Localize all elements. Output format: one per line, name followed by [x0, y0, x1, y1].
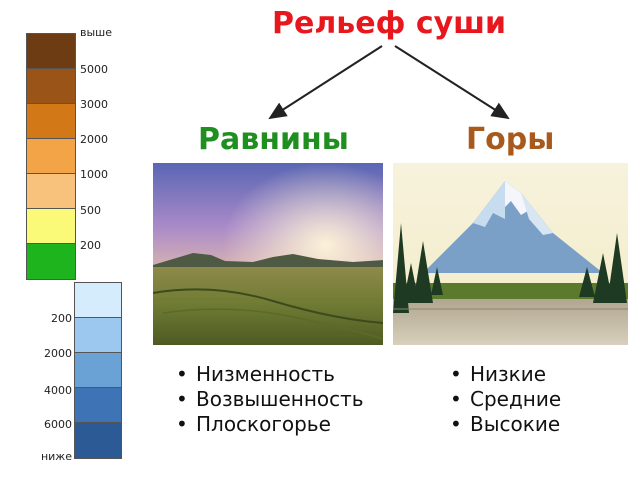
mountains-types-list: Низкие Средние Высокие: [446, 362, 561, 437]
land-scale-cell: [27, 139, 75, 174]
land-scale-cell: [27, 174, 75, 209]
list-item: Низкие: [446, 362, 561, 387]
list-item: Средние: [446, 387, 561, 412]
mountains-image: [393, 163, 628, 345]
arrow-to-plains: [268, 45, 383, 120]
list-item: Высокие: [446, 412, 561, 437]
land-scale-label: 2000: [80, 133, 108, 146]
mountains-heading: Горы: [466, 122, 555, 157]
land-scale-label: 5000: [80, 63, 108, 76]
sea-scale-label: 2000: [44, 347, 72, 360]
sea-scale-label: 6000: [44, 418, 72, 431]
sea-scale-cell: [75, 388, 121, 423]
plains-heading: Равнины: [198, 122, 349, 157]
land-scale-cell: [27, 209, 75, 244]
land-elevation-scale: [26, 33, 76, 280]
sea-scale-cell: [75, 353, 121, 388]
sea-scale-cell: [75, 318, 121, 353]
list-item: Плоскогорье: [172, 412, 364, 437]
sea-scale-cell: [75, 423, 121, 458]
list-item: Низменность: [172, 362, 364, 387]
land-scale-label: выше: [80, 26, 113, 39]
land-scale-cell: [27, 104, 75, 139]
main-title: Рельеф суши: [272, 6, 507, 41]
land-scale-cell: [27, 69, 75, 104]
land-scale-label: 200: [80, 239, 101, 252]
land-scale-label: 500: [80, 204, 101, 217]
sea-scale-label: 200: [51, 312, 72, 325]
list-item: Возвышенность: [172, 387, 364, 412]
plains-types-list: Низменность Возвышенность Плоскогорье: [172, 362, 364, 437]
arrow-to-mountains: [394, 45, 510, 120]
land-scale-cell: [27, 34, 75, 69]
land-scale-cell: [27, 244, 75, 279]
sea-depth-scale: [74, 282, 122, 459]
sea-scale-cell: [75, 283, 121, 318]
sea-scale-label: 4000: [44, 384, 72, 397]
land-scale-label: 1000: [80, 168, 108, 181]
sea-scale-label: ниже: [40, 450, 72, 463]
land-scale-label: 3000: [80, 98, 108, 111]
plains-image: [153, 163, 383, 345]
